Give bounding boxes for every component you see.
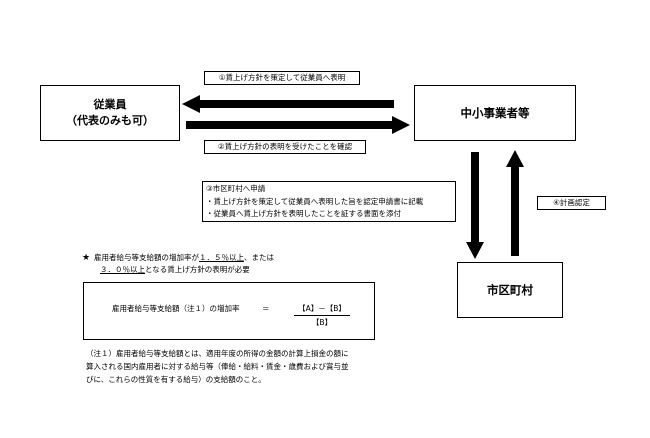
arrow-from-municipality [506, 150, 524, 256]
footnote-line-2: 算入される国内雇用者に対する給与等（俸給・給料・賃金・歳費および賞与並 [86, 362, 349, 371]
step1-text: ①賃上げ方針を策定して従業員へ表明 [218, 73, 346, 82]
footnote: （注１）雇用者給与等支給額とは、適用年度の所得の金額の計算上損金の額に 算入され… [86, 347, 386, 386]
footnote-line-1: （注１）雇用者給与等支給額とは、適用年度の所得の金額の計算上損金の額に [86, 349, 349, 358]
footnote-line-3: びに、これらの性質を有する給与）の支給額のこと。 [86, 375, 266, 384]
step3-title: ③市区町村へ申請 [206, 184, 266, 193]
requirement-note: ★雇用者給与等支給額の増加率が１．５％以上、または ３．０％以上となる賃上げ方針… [82, 252, 412, 275]
arrow-to-employee [182, 95, 394, 113]
formula-box: 雇用者給与等支給額（注１）の増加率 ＝ 【A】－【B】 【B】 [83, 282, 375, 340]
formula-equals: ＝ [262, 304, 270, 313]
step3-box: ③市区町村へ申請 ・賃上げ方針を策定して従業員へ表明した旨を認定申請書に記載 ・… [202, 181, 456, 222]
formula-denominator: 【B】 [311, 318, 333, 327]
requirement-line-1: ★雇用者給与等支給額の増加率が１．５％以上、または [82, 253, 274, 263]
step1-label: ①賃上げ方針を策定して従業員へ表明 [204, 71, 360, 85]
employee-node: 従業員 （代表のみも可） [40, 85, 180, 141]
step4-label: ④計画認定 [537, 196, 606, 210]
employee-title: 従業員 [93, 98, 127, 111]
formula-label: 雇用者給与等支給額（注１）の増加率 [112, 304, 240, 313]
arrow-to-sme [186, 116, 410, 134]
rate-30-highlight: ３．０％以上 [100, 265, 145, 274]
formula-numerator: 【A】－【B】 [298, 304, 346, 313]
step4-text: ④計画認定 [553, 198, 590, 207]
fraction-bar [294, 315, 350, 316]
step3-item-1: ・賃上げ方針を策定して従業員へ表明した旨を認定申請書に記載 [206, 196, 424, 206]
municipality-title: 市区町村 [487, 283, 533, 297]
step2-label: ②賃上げ方針の表明を受けたことを確認 [204, 140, 366, 154]
step2-text: ②賃上げ方針の表明を受けたことを確認 [217, 142, 353, 151]
arrow-to-municipality [466, 152, 484, 259]
star-icon: ★ [82, 253, 91, 263]
employee-subtitle: （代表のみも可） [66, 114, 154, 127]
requirement-line-2: ３．０％以上となる賃上げ方針の表明が必要 [100, 265, 250, 274]
sme-node: 中小事業者等 [414, 85, 576, 141]
municipality-node: 市区町村 [457, 262, 563, 318]
sme-title: 中小事業者等 [460, 106, 530, 120]
step3-item-2: ・従業員へ賃上げ方針を表明したことを証する書面を添付 [206, 209, 401, 218]
rate-15-highlight: １．５％以上 [199, 253, 244, 262]
